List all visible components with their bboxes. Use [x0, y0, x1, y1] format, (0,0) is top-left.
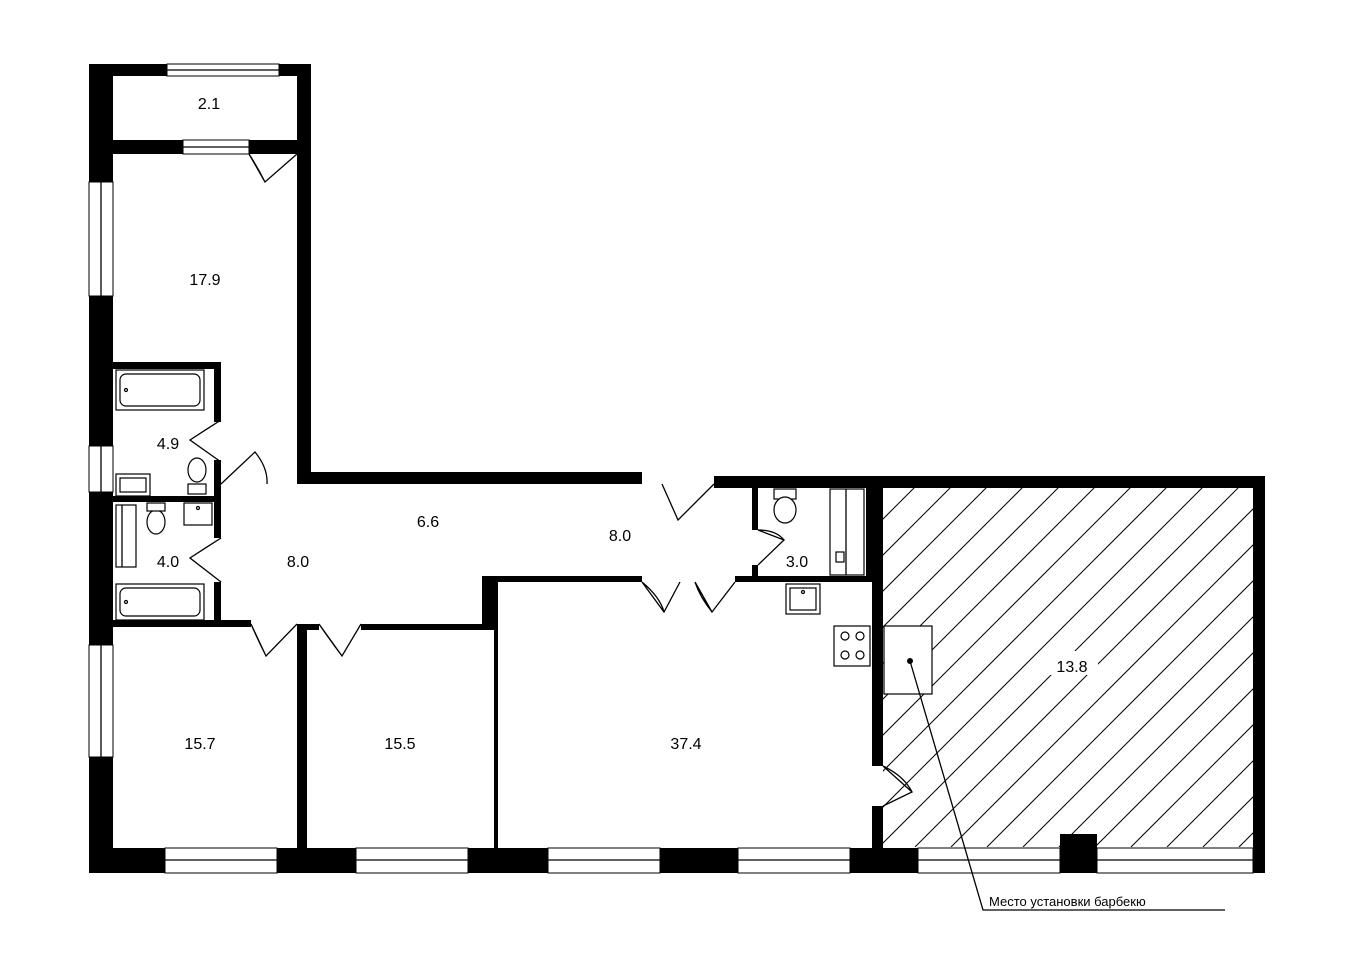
room-area-hall-right: 8.0 — [609, 528, 631, 545]
room-area-living-kitchen: 37.4 — [670, 736, 701, 753]
room-area-balcony: 2.1 — [198, 96, 220, 113]
hatch-line — [519, 487, 879, 847]
room-labels: 2.1 17.9 4.9 4.0 8.0 6.6 8.0 3.0 15.7 15… — [157, 96, 1098, 753]
hatch-line — [883, 487, 1024, 628]
room-area-hall-left: 8.0 — [287, 554, 309, 571]
hatch-line — [950, 544, 1253, 847]
hatch-line — [883, 487, 1060, 664]
hatch-line — [883, 487, 952, 556]
room-area-bathroom-1: 4.9 — [157, 436, 179, 453]
windows — [88, 63, 1254, 874]
hatch-line — [883, 487, 988, 592]
hatch-line — [883, 487, 1168, 772]
hatch-line — [1202, 796, 1253, 847]
hatch-line — [883, 487, 1204, 808]
bbq-leader-line — [909, 660, 1225, 911]
room-area-bedroom-3: 15.5 — [384, 736, 415, 753]
room-area-bathroom-2: 4.0 — [157, 554, 179, 571]
hatch-line — [483, 487, 843, 847]
bbq-note: Место установки барбекю — [989, 894, 1146, 909]
room-area-wc: 3.0 — [786, 554, 808, 571]
room-area-terrace: 13.8 — [1056, 659, 1087, 676]
fixtures — [115, 369, 933, 695]
hatch-line — [1166, 760, 1253, 847]
room-area-bedroom-1: 17.9 — [189, 272, 220, 289]
hatch-line — [1022, 616, 1253, 847]
hatch-line — [883, 487, 1132, 736]
hatch-line — [1275, 487, 1355, 847]
room-area-bedroom-2: 15.7 — [184, 736, 215, 753]
room-area-corridor: 6.6 — [417, 514, 439, 531]
hatch-line — [1058, 652, 1253, 847]
hatch-line — [1094, 688, 1253, 847]
hatch-line — [1130, 724, 1253, 847]
terrace-label-bg — [1046, 651, 1098, 675]
hatch-line — [986, 580, 1253, 847]
toilet-1 — [187, 457, 207, 483]
doors — [188, 153, 914, 807]
terrace-hatching — [483, 487, 1355, 847]
